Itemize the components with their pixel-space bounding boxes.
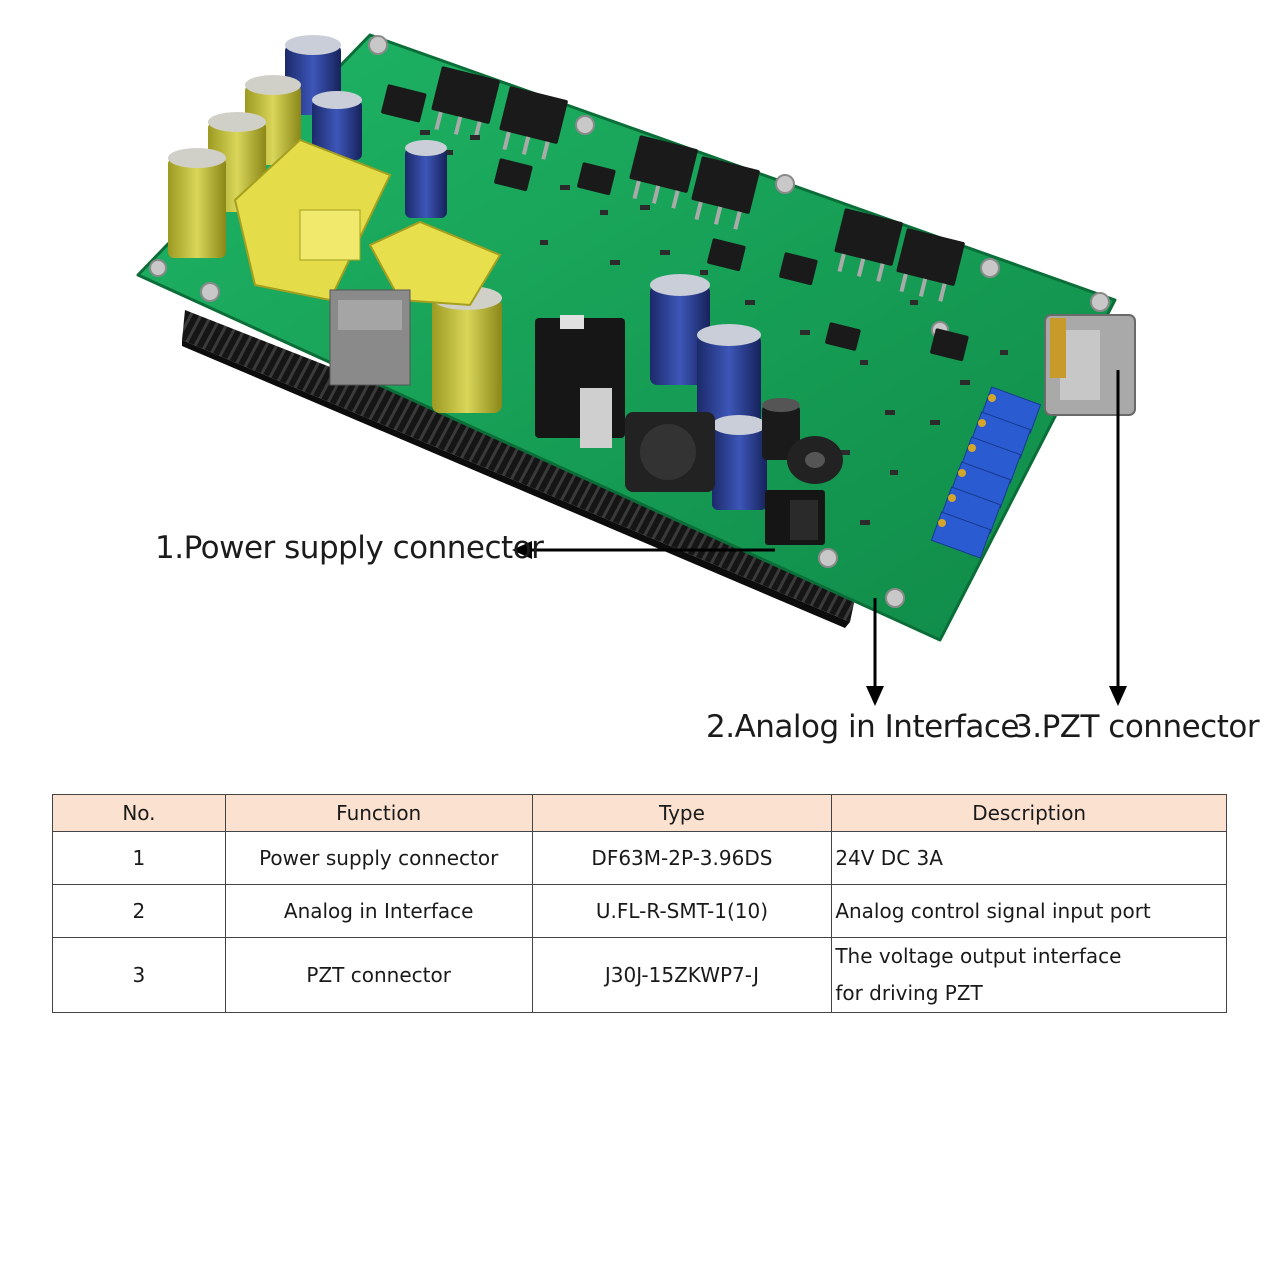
cell-function: Power supply connector — [224, 831, 533, 885]
cell-description: Analog control signal input port — [831, 884, 1227, 938]
cell-no: 1 — [52, 831, 226, 885]
mosfet-group — [381, 66, 969, 362]
header-function: Function — [224, 794, 533, 832]
description-line: The voltage output interface — [835, 944, 1122, 968]
header-type: Type — [531, 794, 833, 832]
heatsink — [182, 310, 860, 628]
callout-analog-in-interface: 2.Analog in Interface — [706, 709, 1019, 745]
cell-description: The voltage output interface for driving… — [831, 937, 1227, 1013]
cell-description: 24V DC 3A — [831, 831, 1227, 885]
trimpots — [930, 386, 1042, 559]
smd-parts — [420, 130, 1008, 525]
cell-type: DF63M-2P-3.96DS — [531, 831, 833, 885]
description-line: for driving PZT — [835, 981, 983, 1005]
header-no: No. — [52, 794, 226, 832]
cell-function: Analog in Interface — [224, 884, 533, 938]
pcb-board-photo — [136, 33, 1136, 706]
table-row: 2 Analog in Interface U.FL-R-SMT-1(10) A… — [52, 884, 1227, 938]
table-row: 1 Power supply connector DF63M-2P-3.96DS… — [52, 831, 1227, 885]
capacitors — [168, 35, 800, 510]
callout-arrows — [512, 370, 1127, 706]
power-connector-part — [765, 490, 825, 545]
pzt-connector-part — [1044, 314, 1136, 416]
cell-function: PZT connector — [224, 937, 533, 1013]
toroid-inductor — [787, 436, 843, 484]
description-line: 24V DC 3A — [835, 845, 943, 870]
callout-pzt-connector: 3.PZT connector — [1013, 709, 1260, 745]
inductor — [625, 412, 715, 492]
cell-type: U.FL-R-SMT-1(10) — [531, 884, 833, 938]
connector-spec-table: No. Function Type Description 1 Power su… — [52, 794, 1227, 1013]
cell-no: 3 — [52, 937, 226, 1013]
cell-type: J30J-15ZKWP7-J — [531, 937, 833, 1013]
table-row: 3 PZT connector J30J-15ZKWP7-J The volta… — [52, 937, 1227, 1013]
power-jack — [535, 315, 625, 448]
transformers — [233, 138, 502, 386]
cell-no: 2 — [52, 884, 226, 938]
table-header-row: No. Function Type Description — [52, 794, 1227, 832]
description-line: Analog control signal input port — [835, 898, 1151, 923]
header-description: Description — [831, 794, 1227, 832]
callout-power-supply-connector: 1.Power supply connector — [155, 530, 544, 566]
